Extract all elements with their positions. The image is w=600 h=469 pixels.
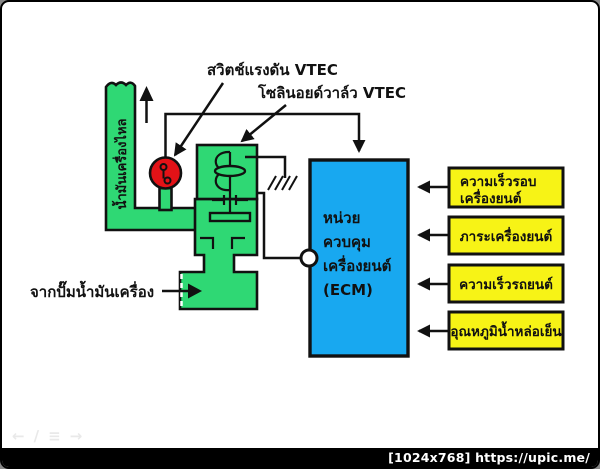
ecm-text-line3: เครื่องยนต์ [323,255,391,275]
oil-flow-label: น้ำมันเครื่องไหล [111,118,130,209]
faded-toolbar: ← ∕ ≡ → [12,427,82,445]
ecm-text-line4: (ECM) [323,281,373,299]
list-icon[interactable]: ≡ [48,427,61,445]
sensor-box-vehicle-speed-label: ความเร็วรถยนต์ [459,275,553,293]
oil-inlet-arrow [162,283,202,299]
spool-valve-body [178,197,259,311]
sensor-box-engine-rpm: ความเร็วรอบ เครื่องยนต์ [417,166,565,209]
vtec-pressure-switch [148,156,183,190]
solenoid-valve-label: โซลินอยด์วาล์ว VTEC [257,83,406,102]
pressure-switch-leader [173,82,225,157]
switch-stem [158,186,173,212]
vtec-system-diagram: น้ำมันเครื่องไหล [30,61,565,358]
ecm-box [308,158,410,358]
oil-flow-up-arrow [139,86,154,123]
oil-pipe-vertical [104,81,200,232]
spring-seat-marks [212,195,248,205]
sensor-box-engine-load-label: ภาระเครื่องยนต์ [460,226,553,245]
watermark-bar: [1024x768] https://upic.me/ [2,448,598,467]
solenoid-washer [213,164,247,178]
solenoid-valve-leader [240,104,287,143]
from-oil-pump-label: จากปั๊มน้ำมันเครื่อง [30,280,154,301]
ecm-connector-terminal [299,248,319,268]
plunger-plate [208,211,252,223]
solenoid-ground-wire [245,155,287,178]
prev-arrow-icon[interactable]: ← [12,427,25,445]
sensor-box-coolant-temp: อุณหภูมิน้ำหล่อเย็น [417,310,565,351]
sensor-box-coolant-temp-label: อุณหภูมิน้ำหล่อเย็น [450,321,562,340]
watermark-text: [1024x768] https://upic.me/ [388,450,590,465]
valve-seat-right [230,236,245,249]
edit-pencil-icon[interactable]: ∕ [33,427,40,445]
next-arrow-icon[interactable]: → [69,427,83,445]
valve-seat-left [200,236,215,249]
sensor-box-vehicle-speed: ความเร็วรถยนต์ [417,263,565,304]
solenoid-to-ecm-wire [257,191,303,260]
sensor-box-engine-rpm-line2: เครื่องยนต์ [460,188,522,207]
ground-symbol [267,175,298,191]
ecm-text-line2: ควบคุม [323,233,371,252]
sensor-box-engine-load: ภาระเครื่องยนต์ [417,215,565,256]
switch-to-ecm-wire [164,112,366,158]
sensor-box-engine-rpm-line1: ความเร็วรอบ [460,172,536,190]
pressure-switch-label: สวิตช์แรงดัน VTEC [207,61,338,79]
ecm-text-line1: หน่วย [323,209,360,227]
